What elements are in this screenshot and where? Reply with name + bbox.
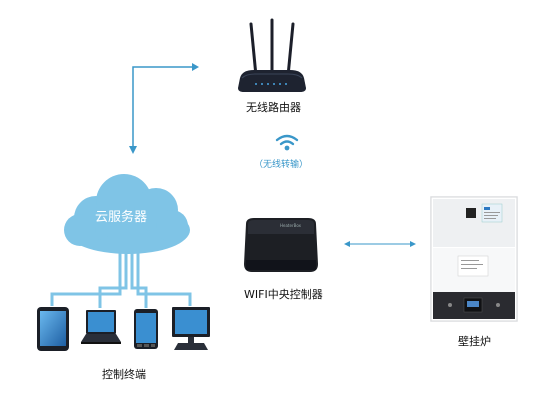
terminals-label: 控制终端 (102, 368, 146, 381)
wireless-transfer-label: （无线转输） (254, 160, 309, 170)
wifi-controller: HeaterBox (240, 216, 322, 276)
phone-icon (134, 309, 158, 349)
terminal-tablet (36, 306, 70, 352)
terminal-desktop (170, 306, 212, 352)
controller-box-icon (244, 218, 318, 272)
router-icon (238, 18, 306, 92)
router-label: 无线路由器 (246, 101, 301, 114)
cloud-server-label: 云服务器 (95, 210, 148, 225)
tablet-icon (37, 307, 69, 351)
boiler-icon (430, 196, 518, 322)
wifi-signal-icon (275, 134, 299, 151)
laptop-icon (81, 310, 121, 344)
cloud-server-icon (64, 174, 190, 254)
controller-brand-text: HeaterBox (280, 223, 302, 228)
desktop-monitor-icon (172, 307, 210, 350)
boiler (430, 196, 518, 322)
controller-label: WIFI中央控制器 (244, 288, 323, 301)
router (232, 14, 312, 94)
terminal-laptop (80, 308, 122, 350)
boiler-label: 壁挂炉 (458, 335, 491, 348)
terminal-phone (133, 308, 159, 350)
